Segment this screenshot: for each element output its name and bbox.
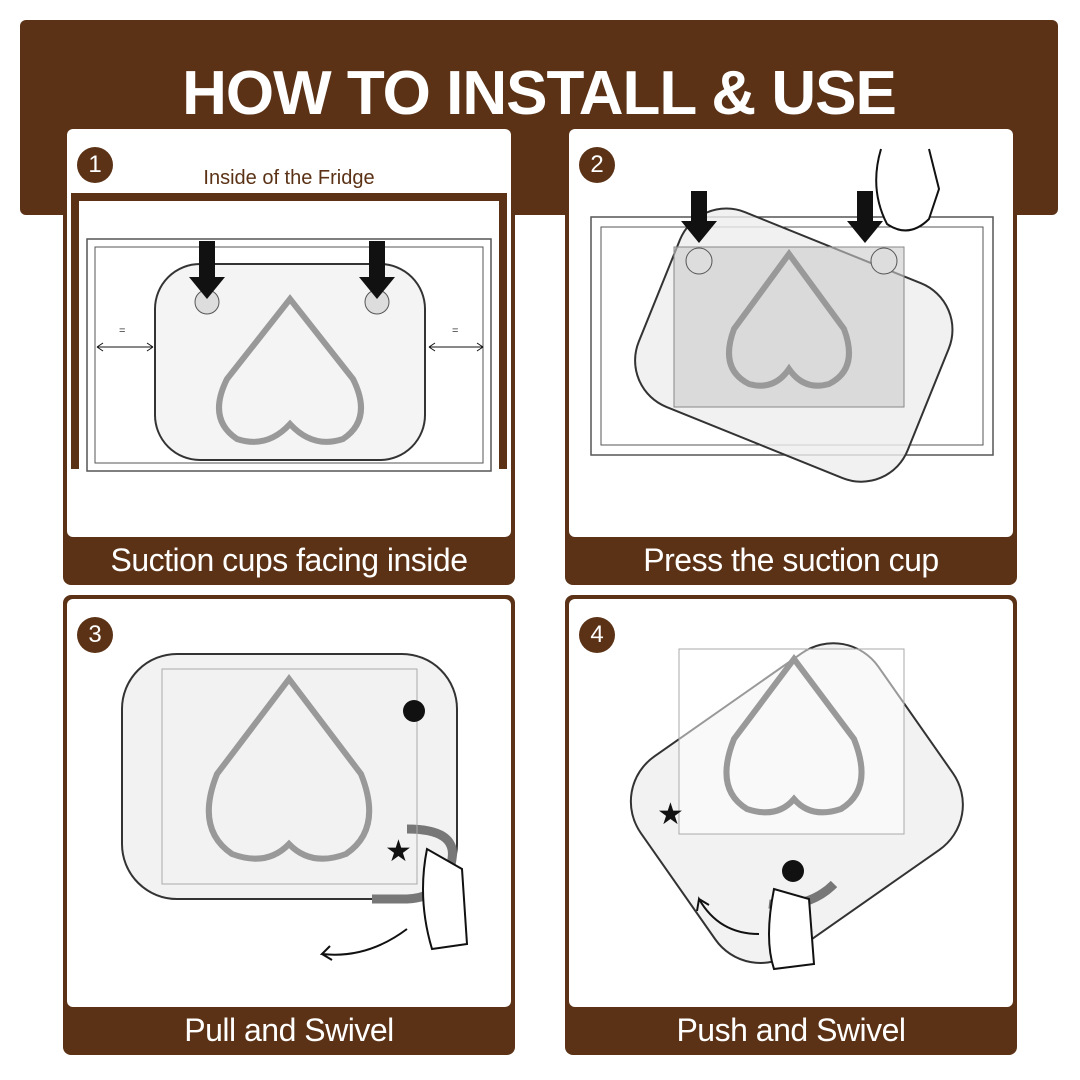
step-caption: Pull and Swivel — [184, 1012, 394, 1048]
hand-icon — [875, 148, 941, 232]
dot-marker-icon — [403, 700, 425, 722]
equal-distance-mark: = — [119, 325, 126, 337]
equal-distance-mark: = — [452, 325, 459, 337]
step-caption: Press the suction cup — [643, 542, 939, 578]
arrow-down-icon — [681, 191, 717, 243]
dot-marker-icon — [782, 860, 804, 882]
step-1-panel: 1 Inside of the Fridge = = Suction cups … — [63, 125, 515, 585]
press-suction-cup-diagram — [590, 148, 994, 483]
step-3-illustration: 3 ★ — [67, 599, 511, 1007]
step-caption: Push and Swivel — [676, 1012, 906, 1048]
step-caption: Suction cups facing inside — [110, 542, 469, 578]
hand-icon — [422, 847, 469, 951]
step-1-illustration: 1 Inside of the Fridge = = — [67, 129, 511, 537]
curved-arrow-icon — [696, 896, 760, 935]
curved-arrow-icon — [319, 928, 408, 961]
star-marker-icon: ★ — [657, 798, 684, 831]
page-title: HOW TO INSTALL & USE — [182, 59, 897, 128]
step-number-badge: 1 — [77, 147, 113, 183]
step-4-panel: 4 ★ Push and Swivel — [565, 595, 1017, 1055]
pull-swivel-diagram: ★ — [121, 653, 469, 961]
arrow-down-icon — [189, 241, 225, 299]
step-2-panel: 2 Press the suction cup — [565, 125, 1017, 585]
fridge-mat-diagram — [71, 193, 507, 472]
step-3-panel: 3 ★ Pull and Swivel — [63, 595, 515, 1055]
arrow-down-icon — [359, 241, 395, 299]
step-4-illustration: 4 ★ — [569, 599, 1013, 1007]
arrow-down-icon — [847, 191, 883, 243]
step-2-illustration: 2 — [569, 129, 1013, 537]
push-swivel-diagram: ★ — [629, 642, 964, 971]
step-number-badge: 2 — [579, 147, 615, 183]
star-marker-icon: ★ — [385, 835, 412, 868]
step-subtitle: Inside of the Fridge — [203, 167, 375, 189]
step-number-badge: 3 — [77, 617, 113, 653]
hand-icon — [768, 887, 816, 971]
step-number-badge: 4 — [579, 617, 615, 653]
